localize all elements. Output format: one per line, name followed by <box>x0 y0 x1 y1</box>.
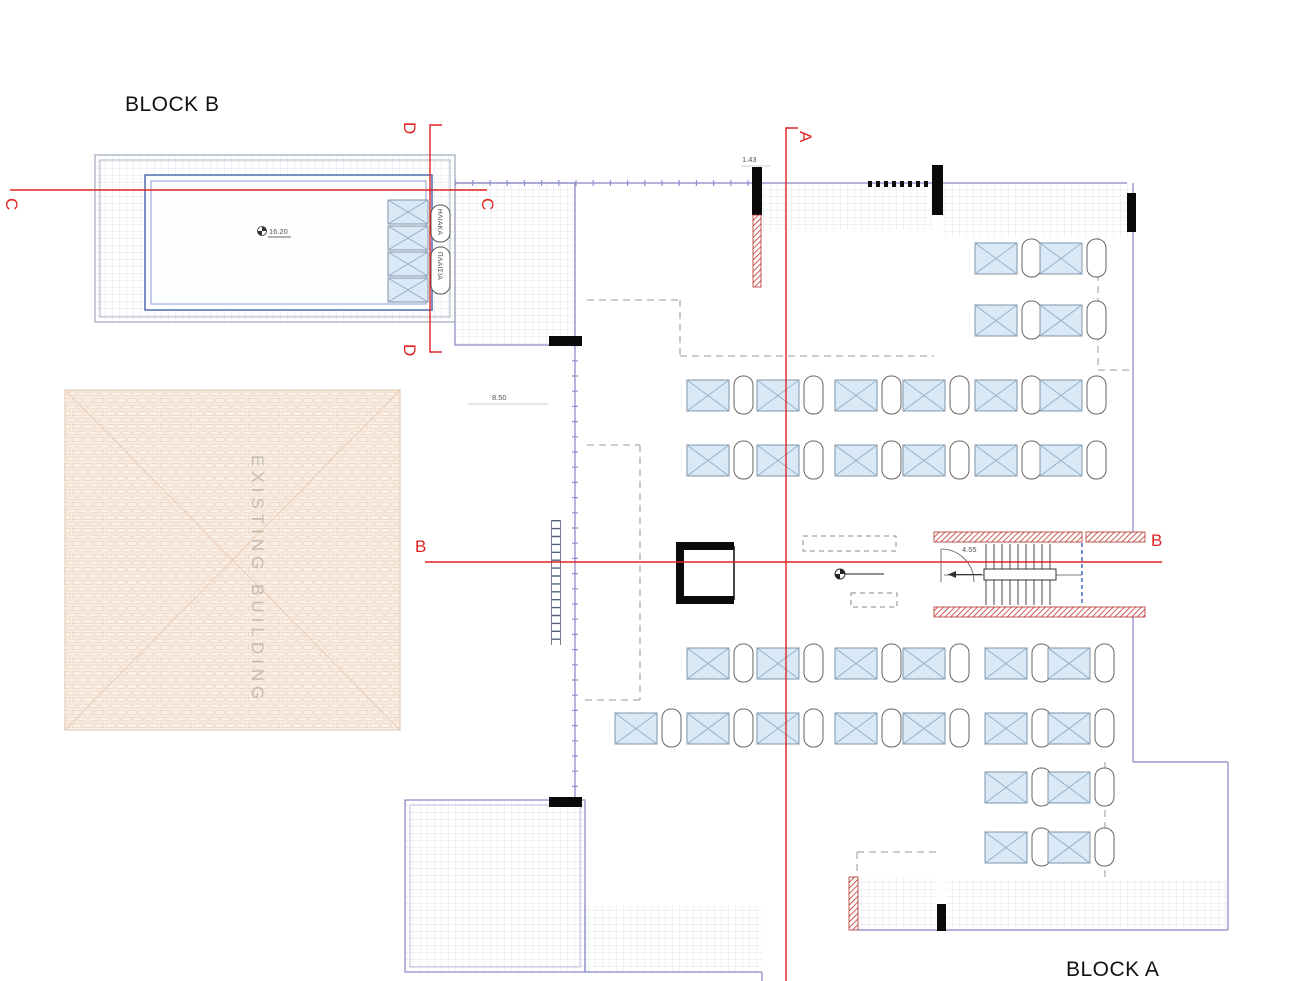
lounger-pair <box>686 643 754 683</box>
lounger-pair <box>756 375 824 415</box>
section-label-d-bottom: D <box>400 344 419 356</box>
elevator-shaft <box>676 542 735 604</box>
lounger-pair <box>902 708 970 748</box>
lounger-pair <box>834 440 902 480</box>
lounger-pair <box>1039 300 1107 340</box>
section-line-d <box>429 124 442 353</box>
lounger-pair <box>984 767 1052 807</box>
solar-label-1: ΗΛΙΑΚΑ <box>436 209 443 236</box>
tile-area-bottom-center <box>585 905 762 972</box>
lounger-pair <box>614 708 682 748</box>
stair-core: 4.55 <box>933 531 1146 618</box>
pool-benchmark-icon <box>257 226 291 238</box>
lounger-pair <box>686 440 754 480</box>
section-lines: C C D D A B B <box>2 122 1162 981</box>
section-label-c-left: C <box>2 198 21 210</box>
section-label-a-top: A <box>796 131 815 143</box>
solar-panels <box>387 199 429 303</box>
block-a-title: BLOCK A <box>1066 958 1159 981</box>
ladder-symbol <box>551 520 561 645</box>
tile-area-bottom-mid <box>858 878 937 930</box>
pool-block: 16.20 <box>94 154 456 323</box>
lounger-pair <box>834 643 902 683</box>
black-walls <box>549 165 1136 931</box>
lounger-pair <box>1047 643 1115 683</box>
block-b-title: BLOCK B <box>125 93 220 116</box>
lounger-pair <box>834 375 902 415</box>
lounger-pair <box>834 708 902 748</box>
tile-area-bottom-right <box>946 880 1228 930</box>
lounger-pair <box>686 375 754 415</box>
solar-panel <box>387 225 429 251</box>
solar-panel <box>387 251 429 277</box>
red-walls <box>752 214 859 931</box>
section-label-c-right: C <box>478 198 497 210</box>
stair-door-swing <box>940 548 975 583</box>
solar-panel <box>387 199 429 225</box>
section-line-a <box>785 127 798 981</box>
stair-wall-top <box>933 531 1083 543</box>
lounger-pair <box>756 708 824 748</box>
tile-area-top-center <box>762 183 932 230</box>
dimension-left-text: 8.50 <box>492 393 507 402</box>
lounger-pair <box>974 300 1042 340</box>
lounger-pair <box>1047 767 1115 807</box>
solar-panel <box>387 277 429 303</box>
lounger-pair <box>1039 375 1107 415</box>
plan-labels: BLOCK B BLOCK A <box>125 93 1159 981</box>
lounger-pair <box>756 643 824 683</box>
tile-area-top-right <box>943 183 1133 238</box>
swimming-pool <box>144 174 433 311</box>
lounger-pair <box>974 440 1042 480</box>
dimension-top-text: 1.43 <box>742 155 757 164</box>
stair-wall-top-right <box>1085 531 1146 543</box>
dimension-left: 8.50 <box>468 393 548 405</box>
tile-area-west-strip <box>455 183 575 345</box>
lounger-pair <box>1047 708 1115 748</box>
lounger-pair <box>974 238 1042 278</box>
tile-area-bottom-left <box>405 800 585 972</box>
lounger-pair <box>1039 238 1107 278</box>
lounger-pair <box>984 643 1052 683</box>
terrace-boundary <box>404 180 1229 981</box>
pool-level-text: 16.20 <box>269 227 288 236</box>
existing-diagonal-2 <box>64 389 401 731</box>
stair-arrow <box>948 571 982 578</box>
stair-dim-text: 4.55 <box>962 545 977 554</box>
lounger-pair <box>984 708 1052 748</box>
solar-label-capsules: ΗΛΙΑΚΑ ΠΛΑΙΣΙΑ <box>430 204 451 295</box>
lounger-pair <box>1047 827 1115 867</box>
existing-building: EXISTING BUILDING <box>64 389 401 731</box>
section-label-d-top: D <box>400 122 419 134</box>
lounger-pair <box>1039 440 1107 480</box>
section-label-b-right: B <box>1151 531 1162 550</box>
lounger-pair <box>902 440 970 480</box>
stair-treads-upper <box>985 544 1051 571</box>
lounger-pair <box>984 827 1052 867</box>
stair-handrail <box>983 568 1057 581</box>
lounger-pair <box>974 375 1042 415</box>
section-label-b-left: B <box>415 537 426 556</box>
main-terrace: 1.43 8.50 <box>404 155 1229 981</box>
lounger-pair <box>902 375 970 415</box>
solar-label-2: ΠΛΑΙΣΙΑ <box>436 252 443 280</box>
dimension-top: 1.43 <box>741 155 770 167</box>
lounger-pair <box>756 440 824 480</box>
loungers-layer <box>614 238 1115 867</box>
lounger-pair <box>902 643 970 683</box>
lounger-pair <box>686 708 754 748</box>
benchmark-icon <box>834 568 884 580</box>
existing-building-label: EXISTING BUILDING <box>248 455 267 704</box>
stair-wall-bottom <box>933 606 1146 618</box>
stair-treads-lower <box>985 579 1051 605</box>
